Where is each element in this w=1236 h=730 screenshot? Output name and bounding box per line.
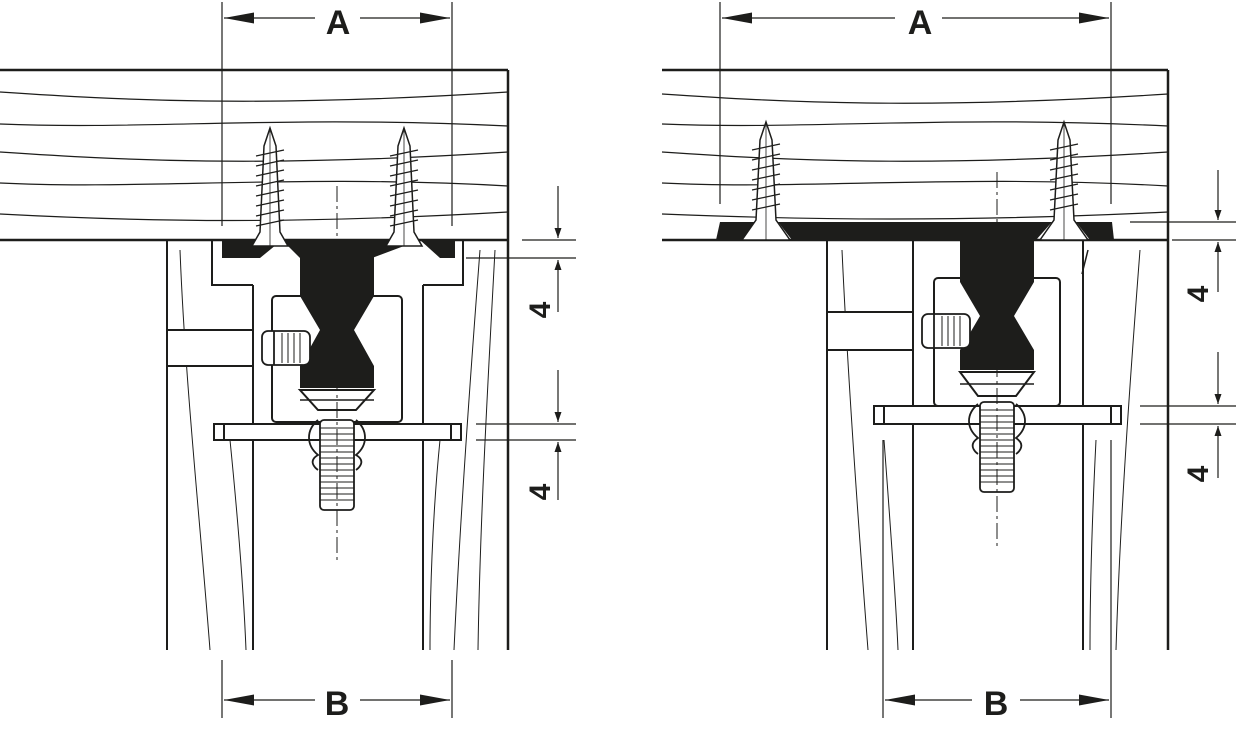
left-dim-lower-gap-label: 4 <box>524 483 557 500</box>
left-wood-screw-2 <box>384 125 424 247</box>
right-wood-screw-2 <box>1038 119 1090 241</box>
right-dowel <box>826 311 914 351</box>
left-wood-screw-1 <box>250 125 290 247</box>
left-dowel <box>166 329 254 367</box>
right-dim-b-label: B <box>984 685 1009 723</box>
right-dim-a-label: A <box>908 4 933 42</box>
left-dim-a-label: A <box>326 4 351 42</box>
left-leg <box>166 240 496 651</box>
left-top-panel <box>0 68 510 650</box>
right-view <box>661 68 1170 651</box>
left-view <box>0 68 510 651</box>
left-connector-body <box>297 250 377 411</box>
right-leg <box>826 240 1141 651</box>
right-top-panel <box>661 68 1170 650</box>
right-wood-screw-1 <box>740 119 792 241</box>
right-dimensions <box>719 2 1236 718</box>
right-dim-upper-gap-label: 4 <box>1182 285 1215 302</box>
left-set-screw <box>261 330 311 366</box>
right-dim-lower-gap-label: 4 <box>1182 465 1215 482</box>
left-dim-upper-gap-label: 4 <box>524 301 557 318</box>
left-dim-b-label: B <box>325 685 350 723</box>
left-dimensions <box>221 2 576 718</box>
right-set-screw <box>921 313 971 349</box>
